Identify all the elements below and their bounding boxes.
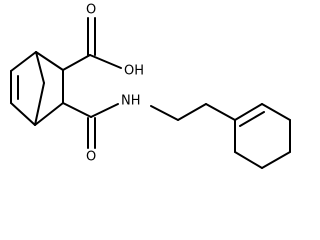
acid-carbonyl-oxygen-label: O	[86, 3, 96, 18]
amide-carbonyl-oxygen-label: O	[86, 150, 96, 165]
bond-ring-1-2	[234, 103, 263, 121]
bond-ch2-ring	[205, 103, 236, 121]
bond-c1-c2	[10, 51, 37, 72]
bond-ring-2-3	[261, 103, 291, 121]
bond-ring-5-6	[234, 151, 263, 169]
bond-c5-acid-carbon	[62, 54, 91, 71]
bond-c6-c4	[34, 102, 64, 126]
bond-ch2-ch2	[177, 103, 207, 121]
bond-c3-c4	[10, 102, 36, 126]
chemical-structure-diagram: O OH O NH	[10, 3, 291, 169]
bond-c1-bridge	[35, 51, 45, 84]
bond-ring-1-2-double	[239, 111, 265, 127]
bicyclo-heptene-core	[10, 51, 64, 126]
amide-nitrogen-label: NH	[121, 94, 141, 109]
bond-ring-4-5	[261, 151, 291, 169]
bond-c6-amide-carbon	[62, 102, 92, 118]
bond-n-ch2	[150, 105, 179, 121]
bond-c1-c5	[35, 51, 64, 71]
bond-acid-c-oh	[89, 54, 122, 69]
carboxylic-acid-group: O OH	[62, 3, 144, 79]
cyclohexene-ring	[234, 103, 291, 169]
ethyl-linker	[150, 103, 236, 121]
amide-group: O NH	[62, 94, 141, 165]
bond-bridge-c4	[34, 82, 45, 126]
hydroxyl-label: OH	[124, 64, 144, 79]
bond-amide-c-n	[90, 103, 119, 118]
